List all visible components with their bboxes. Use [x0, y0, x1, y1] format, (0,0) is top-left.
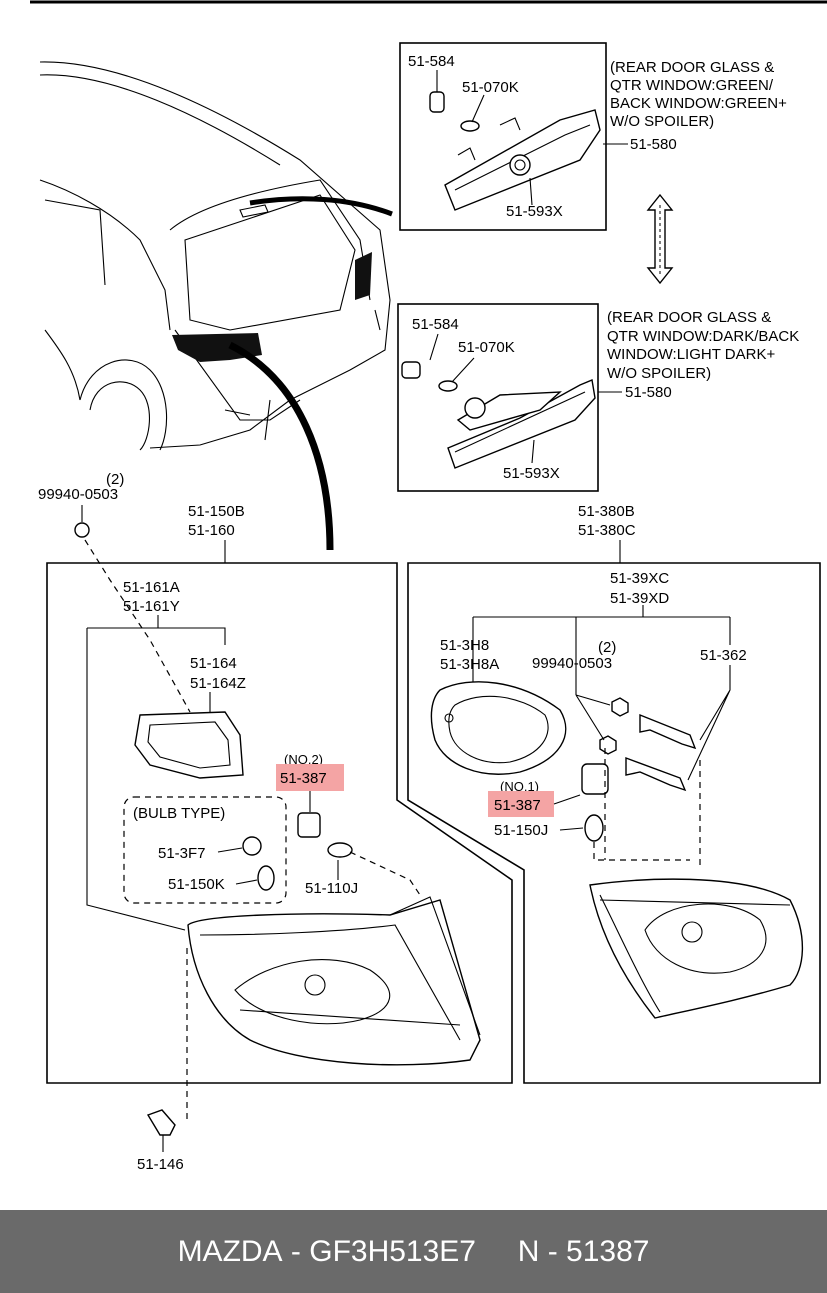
- left-assembly-51-160: 51-160: [188, 522, 235, 539]
- left-lamp-housing: [187, 896, 481, 1066]
- footer-catalog: N - 51387: [517, 1234, 650, 1268]
- upper-variant-box: [399, 42, 607, 231]
- left-assembly-box: [46, 562, 513, 1084]
- lower-lamp-part: [401, 361, 596, 469]
- right-screw-part: 99940-0503: [532, 655, 612, 672]
- svg-text:BACK WINDOW:GREEN+: BACK WINDOW:GREEN+: [610, 95, 787, 112]
- svg-text:QTR WINDOW:GREEN/: QTR WINDOW:GREEN/: [610, 77, 774, 94]
- upper-part-51-580: 51-580: [630, 136, 677, 153]
- right-screw-icon-1: [611, 697, 629, 717]
- right-bulb-51-150j: 51-150J: [494, 822, 548, 839]
- left-bulb-51-110j: 51-110J: [305, 880, 358, 897]
- right-bulb-icon: [584, 814, 604, 842]
- lower-variant-box: [397, 303, 599, 492]
- left-clip-icon: [146, 1109, 176, 1136]
- right-socket-highlight: [488, 791, 554, 817]
- left-socket-highlight: [276, 764, 344, 791]
- right-bracket-icon-1: [639, 713, 697, 750]
- lower-part-51-593x: 51-593X: [503, 465, 560, 482]
- svg-text:(REAR DOOR GLASS &: (REAR DOOR GLASS &: [610, 59, 774, 76]
- lower-bulb-icon: [438, 380, 458, 392]
- right-bracket-51-362: 51-362: [700, 647, 747, 664]
- right-assembly-51-380c: 51-380C: [578, 522, 636, 539]
- upper-part-51-070k: 51-070K: [462, 79, 519, 96]
- svg-text:W/O SPOILER): W/O SPOILER): [607, 365, 711, 382]
- left-socket-51-387: 51-387: [280, 770, 327, 787]
- right-assembly-51-380b: 51-380B: [578, 503, 635, 520]
- right-bracket-icon-2: [625, 756, 687, 792]
- upper-bulb-icon: [460, 120, 480, 132]
- upper-part-51-584: 51-584: [408, 53, 455, 70]
- lower-part-51-580: 51-580: [625, 384, 672, 401]
- left-screw-icon: [74, 522, 90, 538]
- left-assembly-51-150b: 51-150B: [188, 503, 245, 520]
- left-screw-qty: (2): [106, 471, 124, 488]
- left-socket-icon: [297, 812, 321, 838]
- upper-socket-icon: [429, 91, 445, 113]
- footer-brand: MAZDA: [177, 1234, 283, 1268]
- svg-text:(REAR DOOR GLASS &: (REAR DOOR GLASS &: [607, 309, 771, 326]
- lower-socket-icon: [401, 361, 421, 379]
- pointer-arrow-top: [249, 196, 393, 217]
- footer-bar: MAZDA - GF3H513E7 N - 51387: [0, 1210, 827, 1293]
- bulb-type-socket-icon: [242, 836, 262, 856]
- svg-text:WINDOW:LIGHT DARK+: WINDOW:LIGHT DARK+: [607, 346, 775, 363]
- lower-part-51-584: 51-584: [412, 316, 459, 333]
- car-tail-lamp: [172, 333, 262, 362]
- left-lens-51-161a: 51-161A: [123, 579, 180, 596]
- left-lens-51-161y: 51-161Y: [123, 598, 180, 615]
- left-gasket-51-164: 51-164: [190, 655, 237, 672]
- right-assembly-box: [407, 562, 821, 1084]
- right-lamp-housing: [589, 878, 804, 1019]
- right-cover-51-3h8a: 51-3H8A: [440, 656, 499, 673]
- pointer-arrow-left: [228, 341, 334, 551]
- right-screw-qty: (2): [598, 639, 616, 656]
- alternative-double-arrow: [646, 193, 674, 285]
- car-illustration: [39, 61, 391, 451]
- svg-text:W/O SPOILER): W/O SPOILER): [610, 113, 714, 130]
- right-cover-part: [430, 681, 567, 775]
- left-gasket-part: [134, 711, 244, 779]
- right-socket-icon: [581, 763, 609, 795]
- parts-diagram: 51-584 51-070K 51-580 51-593X (REAR DOOR…: [30, 0, 827, 1173]
- bulb-type-title: (BULB TYPE): [133, 805, 225, 822]
- upper-note: (REAR DOOR GLASS & QTR WINDOW:GREEN/ BAC…: [610, 59, 787, 130]
- left-socket-no: (NO.2): [284, 752, 323, 767]
- bulb-type-bulb-icon: [257, 865, 275, 891]
- left-bulb-icon: [327, 842, 353, 858]
- right-screw-icon-2: [599, 735, 617, 755]
- right-lamp-51-39xc: 51-39XC: [610, 570, 669, 587]
- right-lamp-51-39xd: 51-39XD: [610, 590, 669, 607]
- svg-text:QTR WINDOW:DARK/BACK: QTR WINDOW:DARK/BACK: [607, 328, 799, 345]
- left-clip-51-146: 51-146: [137, 1156, 184, 1173]
- right-socket-no: (NO.1): [500, 779, 539, 794]
- car-side-lamp: [355, 252, 372, 300]
- bulb-type-51-3f7: 51-3F7: [158, 845, 206, 862]
- upper-part-51-593x: 51-593X: [506, 203, 563, 220]
- footer-part-number: GF3H513E7: [309, 1234, 476, 1268]
- left-screw-part: 99940-0503: [38, 486, 118, 503]
- lower-part-51-070k: 51-070K: [458, 339, 515, 356]
- bulb-type-box: [123, 796, 287, 904]
- upper-lamp-part: [429, 91, 601, 211]
- bulb-type-51-150k: 51-150K: [168, 876, 225, 893]
- left-gasket-51-164z: 51-164Z: [190, 675, 246, 692]
- right-socket-51-387: 51-387: [494, 797, 541, 814]
- lower-note: (REAR DOOR GLASS & QTR WINDOW:DARK/BACK …: [607, 309, 799, 382]
- right-cover-51-3h8: 51-3H8: [440, 637, 489, 654]
